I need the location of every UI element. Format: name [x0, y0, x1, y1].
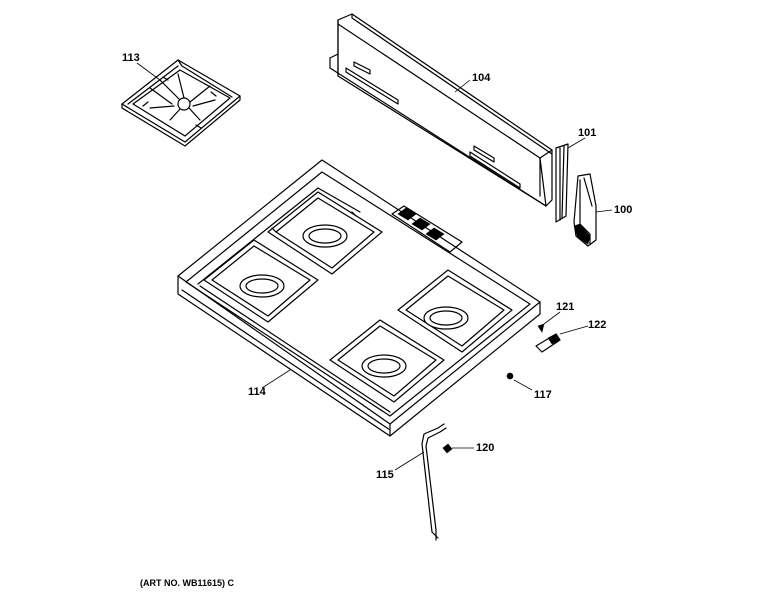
part-122-clip	[535, 333, 561, 353]
part-115-support-rod	[421, 423, 447, 541]
label-100: 100	[614, 204, 632, 216]
label-114: 114	[248, 386, 267, 398]
leader-113	[136, 62, 161, 81]
leader-101	[567, 137, 586, 149]
leader-121	[543, 311, 561, 325]
leader-117	[513, 379, 533, 391]
label-113: 113	[122, 52, 140, 64]
label-122: 122	[588, 319, 606, 331]
part-120-fastener	[442, 443, 453, 454]
part-114-cooktop	[177, 159, 541, 437]
art-number-caption: (ART NO. WB11615) C	[140, 578, 235, 588]
leader-122	[559, 325, 589, 335]
leader-115	[394, 451, 425, 471]
label-104: 104	[472, 72, 491, 84]
leader-114	[261, 369, 291, 389]
part-104-backguard	[329, 13, 553, 207]
label-121: 121	[556, 301, 574, 313]
part-113-burner-grate	[121, 59, 241, 147]
label-115: 115	[376, 469, 394, 481]
label-120: 120	[476, 442, 494, 454]
part-101-bracket	[555, 143, 569, 223]
leader-100	[595, 209, 613, 213]
part-100-end-cap	[573, 173, 597, 247]
part-121-screw	[537, 323, 545, 333]
label-117: 117	[534, 389, 552, 401]
part-117-grommet	[506, 372, 514, 380]
leader-104	[454, 79, 471, 93]
label-101: 101	[578, 127, 596, 139]
